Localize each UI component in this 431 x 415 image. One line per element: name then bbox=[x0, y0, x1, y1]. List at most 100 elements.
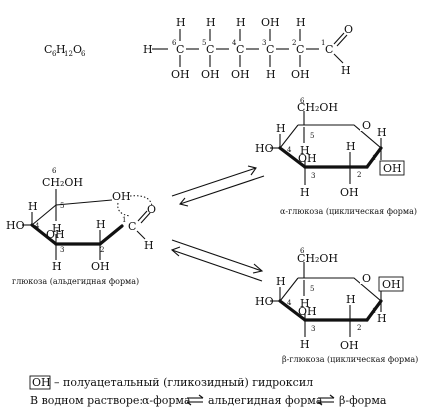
ring-oxygen: O bbox=[362, 272, 371, 285]
carbon-number-4: 4 bbox=[232, 39, 237, 47]
carbon-number-5: 5 bbox=[60, 202, 64, 210]
carbon-number-5: 5 bbox=[202, 39, 206, 47]
carbon-2: C bbox=[296, 43, 304, 56]
legend-alpha-form: α-форма bbox=[142, 394, 191, 407]
atom-oh: OH bbox=[340, 186, 359, 199]
proton-shift-arrow bbox=[129, 195, 153, 207]
ring-oxygen-bg bbox=[360, 271, 372, 284]
atom-h: H bbox=[28, 200, 38, 213]
carbon-number-3: 3 bbox=[311, 325, 315, 333]
atom-h: H bbox=[377, 312, 387, 325]
beta-glucose-structure: O 6 CH₂OH 5 H 4 H HO 3 H OH 2 H OH 1 OH … bbox=[255, 247, 418, 364]
carbon-number-2: 2 bbox=[357, 324, 361, 332]
alpha-glucose-structure: O 6 CH₂OH 5 H 4 H HO 3 H OH 2 H OH 1 H O… bbox=[255, 97, 417, 216]
atom-oh: OH bbox=[46, 228, 65, 241]
ch2oh-group: CH₂OH bbox=[297, 252, 338, 265]
legend-oh-description: – полуацетальный (гликозидный) гидроксил bbox=[54, 376, 313, 389]
arrow-to-alpha bbox=[171, 167, 257, 197]
atom-h: H bbox=[341, 64, 351, 77]
carbon-number-1: 1 bbox=[372, 307, 376, 315]
atom-h: H bbox=[276, 122, 286, 135]
molecular-formula: C 6 H 12 O 6 bbox=[44, 43, 86, 58]
ring-oxygen: O bbox=[362, 119, 371, 132]
atom-oh: OH bbox=[112, 190, 131, 203]
carbon-number-6: 6 bbox=[172, 39, 177, 47]
carbon-number-6: 6 bbox=[300, 97, 305, 105]
carbon-5: C bbox=[206, 43, 214, 56]
atom-h: H bbox=[300, 338, 310, 351]
atom-h: H bbox=[144, 239, 154, 252]
atom-h: H bbox=[377, 126, 387, 139]
atom-h: H bbox=[96, 218, 106, 231]
atom-h: H bbox=[346, 140, 356, 153]
arrow-head bbox=[247, 165, 257, 176]
atom-oh: OH bbox=[298, 305, 317, 318]
aldehyde-caption: глюкоза (альдегидная форма) bbox=[12, 277, 139, 286]
ring-front-bond bbox=[365, 146, 383, 169]
ring-front-bond bbox=[98, 224, 124, 246]
carbon-number-4: 4 bbox=[287, 299, 292, 307]
carbon-number-3: 3 bbox=[311, 172, 315, 180]
equilibrium-sign bbox=[317, 394, 335, 406]
atom-ho: HO bbox=[255, 142, 274, 155]
carbon-number-2: 2 bbox=[100, 246, 104, 254]
carbon-number-5: 5 bbox=[310, 285, 314, 293]
atom-ho: HO bbox=[255, 295, 274, 308]
alpha-caption: α-глюкоза (циклическая форма) bbox=[280, 207, 417, 216]
double-bond bbox=[137, 210, 148, 222]
legend-oh-box bbox=[29, 375, 51, 390]
carbon-number-4: 4 bbox=[287, 146, 292, 154]
atom-h: H bbox=[300, 186, 310, 199]
atom-o: O bbox=[344, 23, 353, 36]
ch2oh-group: CH₂OH bbox=[42, 176, 83, 189]
atom-oh: OH bbox=[340, 339, 359, 352]
atom-oh: OH bbox=[261, 16, 280, 29]
ring-front-bond bbox=[278, 299, 307, 322]
atom-h: H bbox=[143, 43, 153, 56]
ring-front-bond bbox=[365, 299, 383, 322]
formula-sub12: 12 bbox=[64, 50, 73, 58]
cyclization-arrow bbox=[117, 202, 131, 217]
legend-oh: OH bbox=[32, 376, 51, 389]
atom-oh: OH bbox=[171, 68, 190, 81]
carbon-4: C bbox=[236, 43, 244, 56]
ch2oh-group: CH₂OH bbox=[297, 101, 338, 114]
atom-h: H bbox=[296, 16, 306, 29]
atom-h: H bbox=[346, 293, 356, 306]
carbon-6: C bbox=[176, 43, 184, 56]
arrow-to-beta bbox=[171, 239, 263, 272]
aldehyde-form-structure: 6 CH₂OH OH 5 H 4 H HO 3 H OH 2 H OH bbox=[6, 167, 156, 286]
formula-c: C bbox=[44, 43, 52, 56]
atom-h: H bbox=[300, 297, 310, 310]
double-bond bbox=[140, 212, 151, 224]
atom-o: O bbox=[147, 203, 156, 216]
atom-oh: OH bbox=[201, 68, 220, 81]
atom-oh: OH bbox=[231, 68, 250, 81]
beta-caption: β-глюкоза (циклическая форма) bbox=[282, 355, 418, 364]
glycosidic-oh-box bbox=[379, 160, 405, 176]
carbon-number-6: 6 bbox=[300, 247, 305, 255]
atom-h: H bbox=[266, 68, 276, 81]
legend-aldehyde-form: альдегидная форма bbox=[208, 394, 323, 407]
bond bbox=[55, 199, 113, 206]
double-bond bbox=[336, 34, 348, 47]
carbon-number-3: 3 bbox=[262, 39, 266, 47]
carbon-number-6: 6 bbox=[52, 167, 57, 175]
legend: OH – полуацетальный (гликозидный) гидрок… bbox=[29, 375, 387, 407]
carbon-number-2: 2 bbox=[357, 171, 361, 179]
atom-h: H bbox=[206, 16, 216, 29]
carbon-number-1: 1 bbox=[321, 39, 325, 47]
carbon-number-2: 2 bbox=[292, 39, 296, 47]
bond bbox=[333, 53, 344, 64]
formula-h: H bbox=[56, 43, 66, 56]
open-chain-formula: H 6 C H OH 5 C H OH 4 C H OH 3 C OH H bbox=[143, 16, 353, 81]
ring-oxygen-bg bbox=[360, 118, 372, 131]
atom-h: H bbox=[52, 222, 62, 235]
glycosidic-oh: OH bbox=[382, 278, 401, 291]
atom-oh: OH bbox=[291, 68, 310, 81]
ring-front-bond bbox=[30, 223, 58, 246]
atom-h: H bbox=[276, 275, 286, 288]
equilibrium-sign bbox=[186, 394, 204, 406]
arrow-to-open bbox=[171, 249, 263, 282]
